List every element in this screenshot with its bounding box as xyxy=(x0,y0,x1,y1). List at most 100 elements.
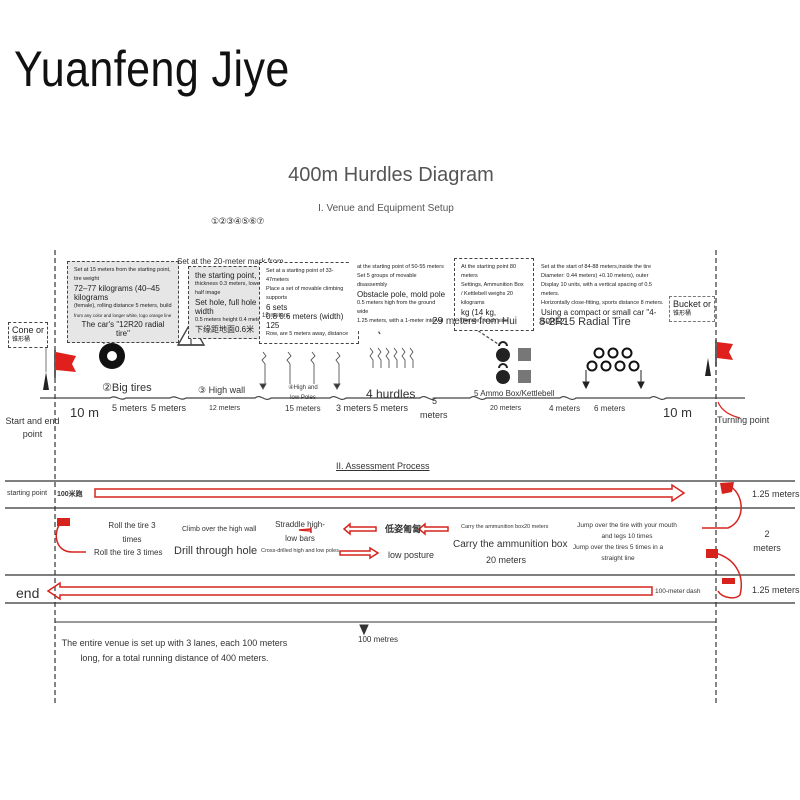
tire-note-line-4: from any color and longer white, logo or… xyxy=(74,313,172,318)
100-metres-dimension xyxy=(55,621,716,636)
ammo-note: At the starting point 80 meters Settings… xyxy=(454,258,534,331)
lane2-flag-icon xyxy=(706,549,718,558)
distance-5-d: 5 xyxy=(432,396,438,406)
distance-5m-c: 5 meters xyxy=(373,403,409,413)
high-wall-label: ③ High wall xyxy=(198,385,246,395)
venue-note: The entire venue is set up with 3 lanes,… xyxy=(61,638,288,663)
climb-wall-label: Climb over the high wall xyxy=(182,526,257,533)
poles-icon xyxy=(259,351,341,390)
wall-note: the starting point, thickness 0.3 meters… xyxy=(188,266,272,339)
poles-note-line-4: 0.8 0.6 meters (width) 125 xyxy=(266,312,344,330)
lane3-flag-icon xyxy=(722,578,735,584)
radial-note-line-3: Display 10 units, with a vertical spacin… xyxy=(541,282,652,297)
ammo-note-under: 29 meters from Hui xyxy=(432,316,518,327)
starting-point-label: starting point xyxy=(7,490,48,497)
radial-tire-label: 8-2R15 Radial Tire xyxy=(539,316,631,328)
radial-note-line-4: Horizontally close-fitting, sports dista… xyxy=(541,300,664,306)
carry-box-small-label: Carry the ammunition box20 meters xyxy=(461,524,549,530)
hurdles-note: at the starting point of 50-55 meters Se… xyxy=(350,258,454,331)
process-heading: II. Assessment Process xyxy=(336,461,430,471)
tire-note-caption: The car's "12R20 radial tire" xyxy=(81,320,165,338)
distance-5m-b: 5 meters xyxy=(151,403,187,413)
poles-note-line-5: Row, are 5 meters away, distance xyxy=(266,331,349,337)
cross-drill-label: Cross-drilled high and low poles xyxy=(261,548,339,554)
ammo-note-line-1: At the starting point 80 meters xyxy=(461,264,517,279)
tire-note-line-3: (female), rolling distance 5 meters, bui… xyxy=(74,303,172,309)
lane2-turn-arrow xyxy=(709,551,742,599)
wall-note-head: Set at the 20-meter mark from xyxy=(177,257,284,266)
cone-label: Cone or xyxy=(12,325,45,335)
distance-10m-right: 10 m xyxy=(663,405,692,420)
dash-label: 100-meter dash xyxy=(655,588,701,595)
jump-straight-label: Jump over the tires 5 times in a straigh… xyxy=(572,544,664,562)
high-low-poles-label: ④High and low Poles xyxy=(288,385,318,401)
roll-tire-label: Roll the tire 3 times xyxy=(108,521,156,544)
cone-sub-label: 锥形桶 xyxy=(12,337,31,343)
poles-note: Set at a starting point of 33-47meters P… xyxy=(259,262,359,344)
end-label: end xyxy=(16,585,40,601)
wall-note-line-4: 下缘距地面0.6米 xyxy=(195,325,255,334)
wall-note-line-1: thickness 0.3 meters, lower half image xyxy=(195,281,262,296)
lane2-start-flag-icon xyxy=(57,518,70,526)
diagram-title: 400m Hurdles Diagram xyxy=(288,164,494,186)
cone-label-box: Cone or 锥形桶 xyxy=(8,322,49,348)
ammo-box-label: 5 Ammo Box/Kettlebell xyxy=(474,389,555,398)
ammo-note-line-3: / Kettlebell weighs 20 kilograms xyxy=(461,291,513,306)
start-end-point-label: Start and end point xyxy=(5,416,60,439)
poles-note-line-2: Place a set of movable climbing supports xyxy=(266,286,344,301)
distance-12m: 12 meters xyxy=(209,405,241,412)
straddle-label: Straddle high-low bars xyxy=(275,520,325,543)
right-flag-icon xyxy=(715,340,733,366)
tire-note: Set at 15 meters from the starting point… xyxy=(67,261,179,343)
diagram-subtitle: I. Venue and Equipment Setup xyxy=(318,203,454,214)
bucket-sub-label: 锥形桶 xyxy=(673,311,692,317)
crawl-arrow-left xyxy=(342,522,377,536)
lane3-arrow xyxy=(46,581,653,601)
lane1-end-flag-icon xyxy=(720,482,734,494)
radial-note: Set at the start of 84-88 meters,inside … xyxy=(534,258,676,331)
bucket-label-box: Bucket or 锥形桶 xyxy=(669,296,716,322)
carry-box-distance: 20 meters xyxy=(486,555,527,565)
hurdles-note-line-1: at the starting point of 50-55 meters xyxy=(357,264,444,270)
hurdles-note-line-5: 1.25 meters, with a 1-meter interval xyxy=(357,318,444,324)
distance-10m-left: 10 m xyxy=(70,405,99,420)
hurdles-note-line-3: Obstacle pole, mold pole xyxy=(357,290,446,299)
carry-arrow xyxy=(417,522,449,536)
radial-arrows-icon xyxy=(582,370,645,390)
left-flag-icon xyxy=(54,350,76,378)
low-posture-label: low posture xyxy=(388,550,435,560)
ammo-note-line-4: kg (14 kg, xyxy=(461,308,497,317)
kettlebell-icon xyxy=(496,341,510,384)
big-tires-label: ②Big tires xyxy=(102,382,152,394)
radial-note-line-2: Diameter: 0.44 meters) +0.10 meters), ou… xyxy=(541,273,649,279)
crawl-arrow-right xyxy=(339,546,380,560)
radial-tires-icon xyxy=(586,347,640,372)
ground-line xyxy=(40,395,745,401)
distance-4m: 4 meters xyxy=(549,404,581,413)
wall-note-line-3: 0.5 meters height 0.4 meters xyxy=(195,317,266,323)
bucket-label: Bucket or xyxy=(673,299,712,309)
left-cone-icon xyxy=(43,372,49,390)
tire-note-line-1: Set at 15 meters from the starting point… xyxy=(74,267,171,282)
turning-point-label: Turning point xyxy=(717,415,770,425)
carry-box-label: Carry the ammunition box xyxy=(453,539,568,550)
right-cone-icon xyxy=(705,358,711,376)
big-tire-icon xyxy=(99,343,125,369)
poles-note-line-1: Set at a starting point of 33-47meters xyxy=(266,268,334,283)
distance-15m: 15 meters xyxy=(285,404,321,413)
radial-note-line-1: Set at the start of 84-88 meters,inside … xyxy=(541,264,652,270)
sprint-label: 100米跑 xyxy=(57,491,83,498)
distance-20m: 20 meters xyxy=(490,405,522,412)
distance-6m: 6 meters xyxy=(594,404,626,413)
brand-title: Yuanfeng Jiye xyxy=(14,41,290,97)
step-numbers: ①②③④⑤⑥⑦ xyxy=(211,216,264,226)
lane2-left-turn-arrow xyxy=(55,521,86,553)
hurdles-icon xyxy=(369,347,414,368)
hurdles-note-line-4: 0.5 meters high from the ground wide xyxy=(357,300,436,315)
wall-note-line-2: Set hole, full hole width xyxy=(195,298,257,316)
radial-note-line-5: Using a compact or small car "4-50R12- xyxy=(541,308,657,326)
100-metres-label: 100 metres xyxy=(358,635,399,644)
low-posture-cn-label: 低姿匍匐 xyxy=(385,524,422,534)
tire-note-line-2: 72–77 kilograms (40–45 kilograms xyxy=(74,284,160,302)
